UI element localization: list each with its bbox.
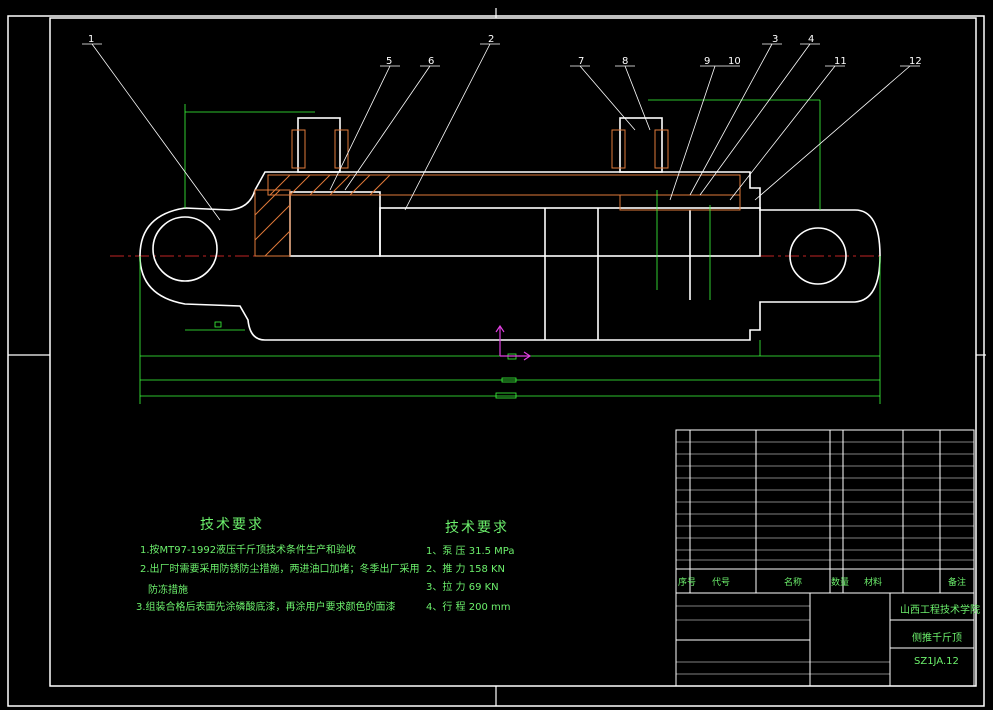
- title-block-frame: [675, 429, 975, 687]
- balloon-10: 11: [834, 56, 847, 67]
- drawing-number: SZ1JA.12: [914, 656, 959, 667]
- col-remark-header: 备注: [948, 578, 967, 588]
- balloon-8: 3: [772, 34, 779, 45]
- balloon-2: 6: [428, 56, 435, 67]
- col-name-header: 名称: [784, 578, 803, 588]
- school-name: 山西工程技术学院: [900, 605, 980, 616]
- centering-marks: [8, 8, 986, 706]
- tech-req-right-line-3: 3、拉 力 69 KN: [426, 582, 499, 593]
- balloon-11: 12: [909, 56, 922, 67]
- leader-lines: [82, 43, 920, 221]
- tech-req-right-line-4: 4、行 程 200 mm: [426, 602, 511, 613]
- balloon-7: 10: [728, 56, 741, 67]
- col-seq-header: 序号: [678, 578, 697, 588]
- tech-req-right-title: 技术要求: [445, 520, 509, 536]
- tech-req-left-line-1: 1.按MT97-1992液压千斤顶技术条件生产和验收: [140, 545, 357, 556]
- balloon-4: 7: [578, 56, 585, 67]
- part-name: 侧推千斤顶: [912, 633, 962, 644]
- section-hatching: [254, 129, 741, 257]
- balloon-9: 4: [808, 34, 815, 45]
- tech-req-right-line-2: 2、推 力 158 KN: [426, 564, 506, 575]
- inner-border: [49, 17, 977, 687]
- balloon-0: 1: [88, 34, 95, 45]
- tech-req-right-line-1: 1、泵 压 31.5 MPa: [426, 546, 515, 557]
- tech-req-left-line-4: 3.组装合格后表面先涂磷酸底漆，再涂用户要求颜色的面漆: [136, 602, 396, 613]
- balloon-3: 2: [488, 34, 495, 45]
- balloon-6: 9: [704, 56, 711, 67]
- dimension-lines: [139, 99, 881, 404]
- title-block-rows: [676, 441, 974, 675]
- tech-req-left-line-2: 2.出厂时需要采用防锈防尘措施，两进油口加堵；冬季出厂采用: [140, 564, 420, 575]
- balloon-1: 5: [386, 56, 393, 67]
- col-qty-header: 数量: [831, 578, 850, 588]
- tech-req-left-title: 技术要求: [200, 517, 264, 533]
- ucs-icon: [495, 324, 532, 361]
- col-material-header: 材料: [864, 578, 883, 588]
- tech-req-left-line-3: 防冻措施: [148, 585, 188, 596]
- balloon-5: 8: [622, 56, 629, 67]
- col-code-header: 代号: [712, 578, 731, 588]
- cylinder-body: [139, 117, 881, 341]
